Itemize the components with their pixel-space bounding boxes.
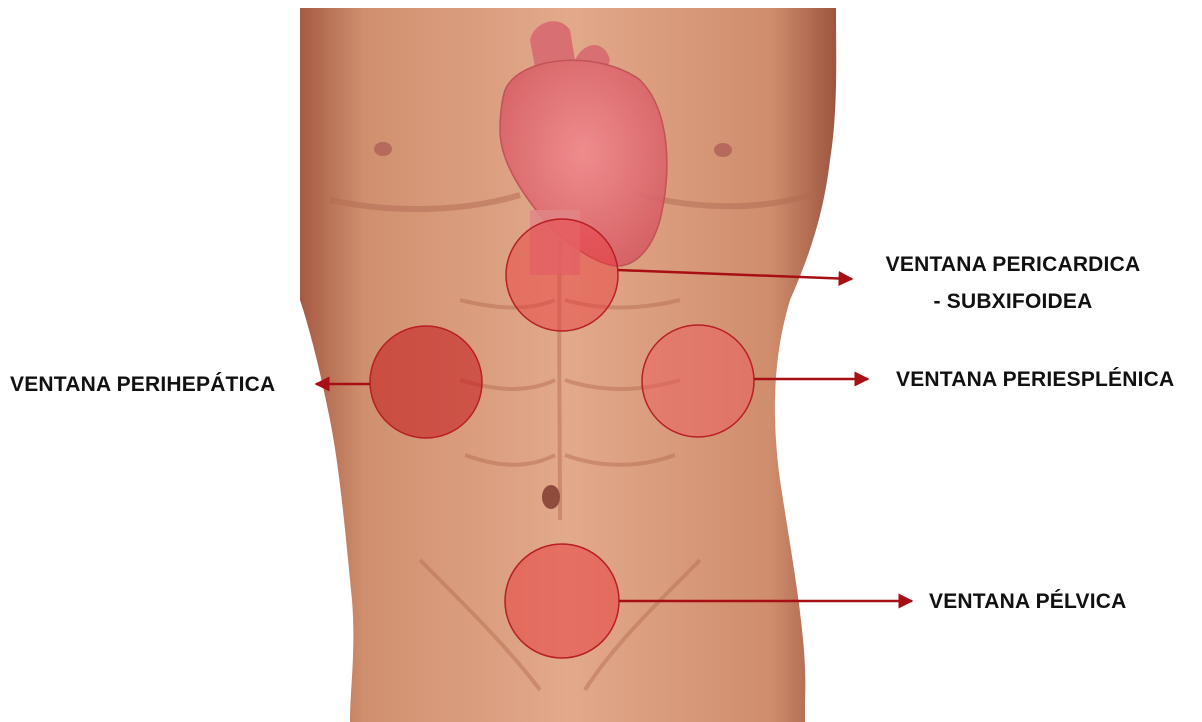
perihepatic-window-label: VENTANA PERIHEPÁTICA <box>10 373 275 397</box>
perisplenic-window-circle <box>642 325 754 437</box>
navel <box>542 485 560 509</box>
pericardial-label-line2: - SUBXIFOIDEA <box>868 283 1158 320</box>
pericardial-label-line1: VENTANA PERICARDICA <box>868 246 1158 283</box>
right-nipple <box>714 143 732 157</box>
pelvic-window-label: VENTANA PÉLVICA <box>929 590 1126 614</box>
perihepatic-window-circle <box>370 326 482 438</box>
pericardial-window-label: VENTANA PERICARDICA - SUBXIFOIDEA <box>868 246 1158 320</box>
perisplenic-window-label: VENTANA PERIESPLÉNICA <box>896 368 1174 392</box>
pericardial-window-circle <box>506 219 618 331</box>
pelvic-window-circle <box>505 544 619 658</box>
left-nipple <box>374 142 392 156</box>
